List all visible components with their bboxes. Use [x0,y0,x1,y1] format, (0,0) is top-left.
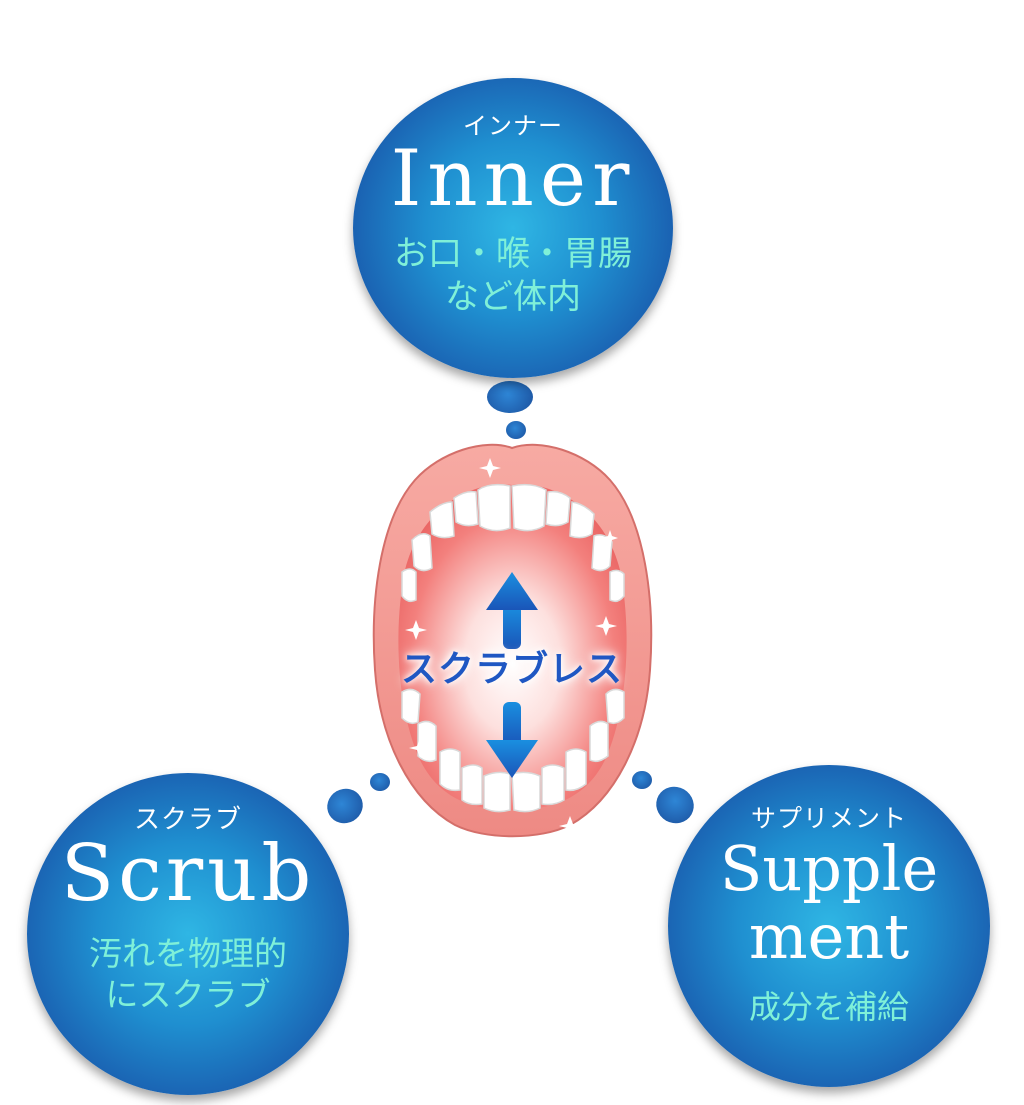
scrub-english-title: Scrub [60,829,316,919]
inner-description-line: お口・喉・胃腸 [394,234,632,274]
supplement-english-line: ment [748,900,910,974]
center-label: スクラブレス [400,649,623,690]
supplement-bubble: サプリメント Supple ment 成分を補給 [668,765,990,1087]
down-arrow-icon [486,702,538,778]
upper-teeth [401,483,625,603]
inner-kana: インナー [463,112,563,140]
connector-dot-left-small [370,773,390,791]
inner-description-line: など体内 [445,276,581,317]
mouth-illustration [370,440,655,845]
connector-dot-right-small [632,771,652,789]
connector-dot-top-large [487,381,533,413]
inner-bubble: インナー Inner お口・喉・胃腸 など体内 [353,78,673,378]
connector-dot-top-small [506,421,526,439]
supplement-kana: サプリメント [750,804,907,833]
supplement-english-line: Supple [719,832,939,905]
mouth-svg [372,443,653,838]
up-arrow-icon [486,572,538,649]
sparkle-icons [405,458,618,836]
inner-english-title: Inner [390,134,636,224]
inner-description: お口・喉・胃腸 など体内 [353,233,673,318]
scrub-description: 汚れを物理的 にスクラブ [27,933,349,1016]
scrub-bubble: スクラブ Scrub 汚れを物理的 にスクラブ [27,773,349,1095]
scrub-description-line: 汚れを物理的 [89,934,287,973]
supplement-description: 成分を補給 [748,988,909,1026]
scrub-description-line: にスクラブ [105,975,271,1015]
scrub-kana: スクラブ [133,805,242,835]
lower-teeth [401,688,625,813]
supplement-english-title: Supple ment [668,832,990,974]
